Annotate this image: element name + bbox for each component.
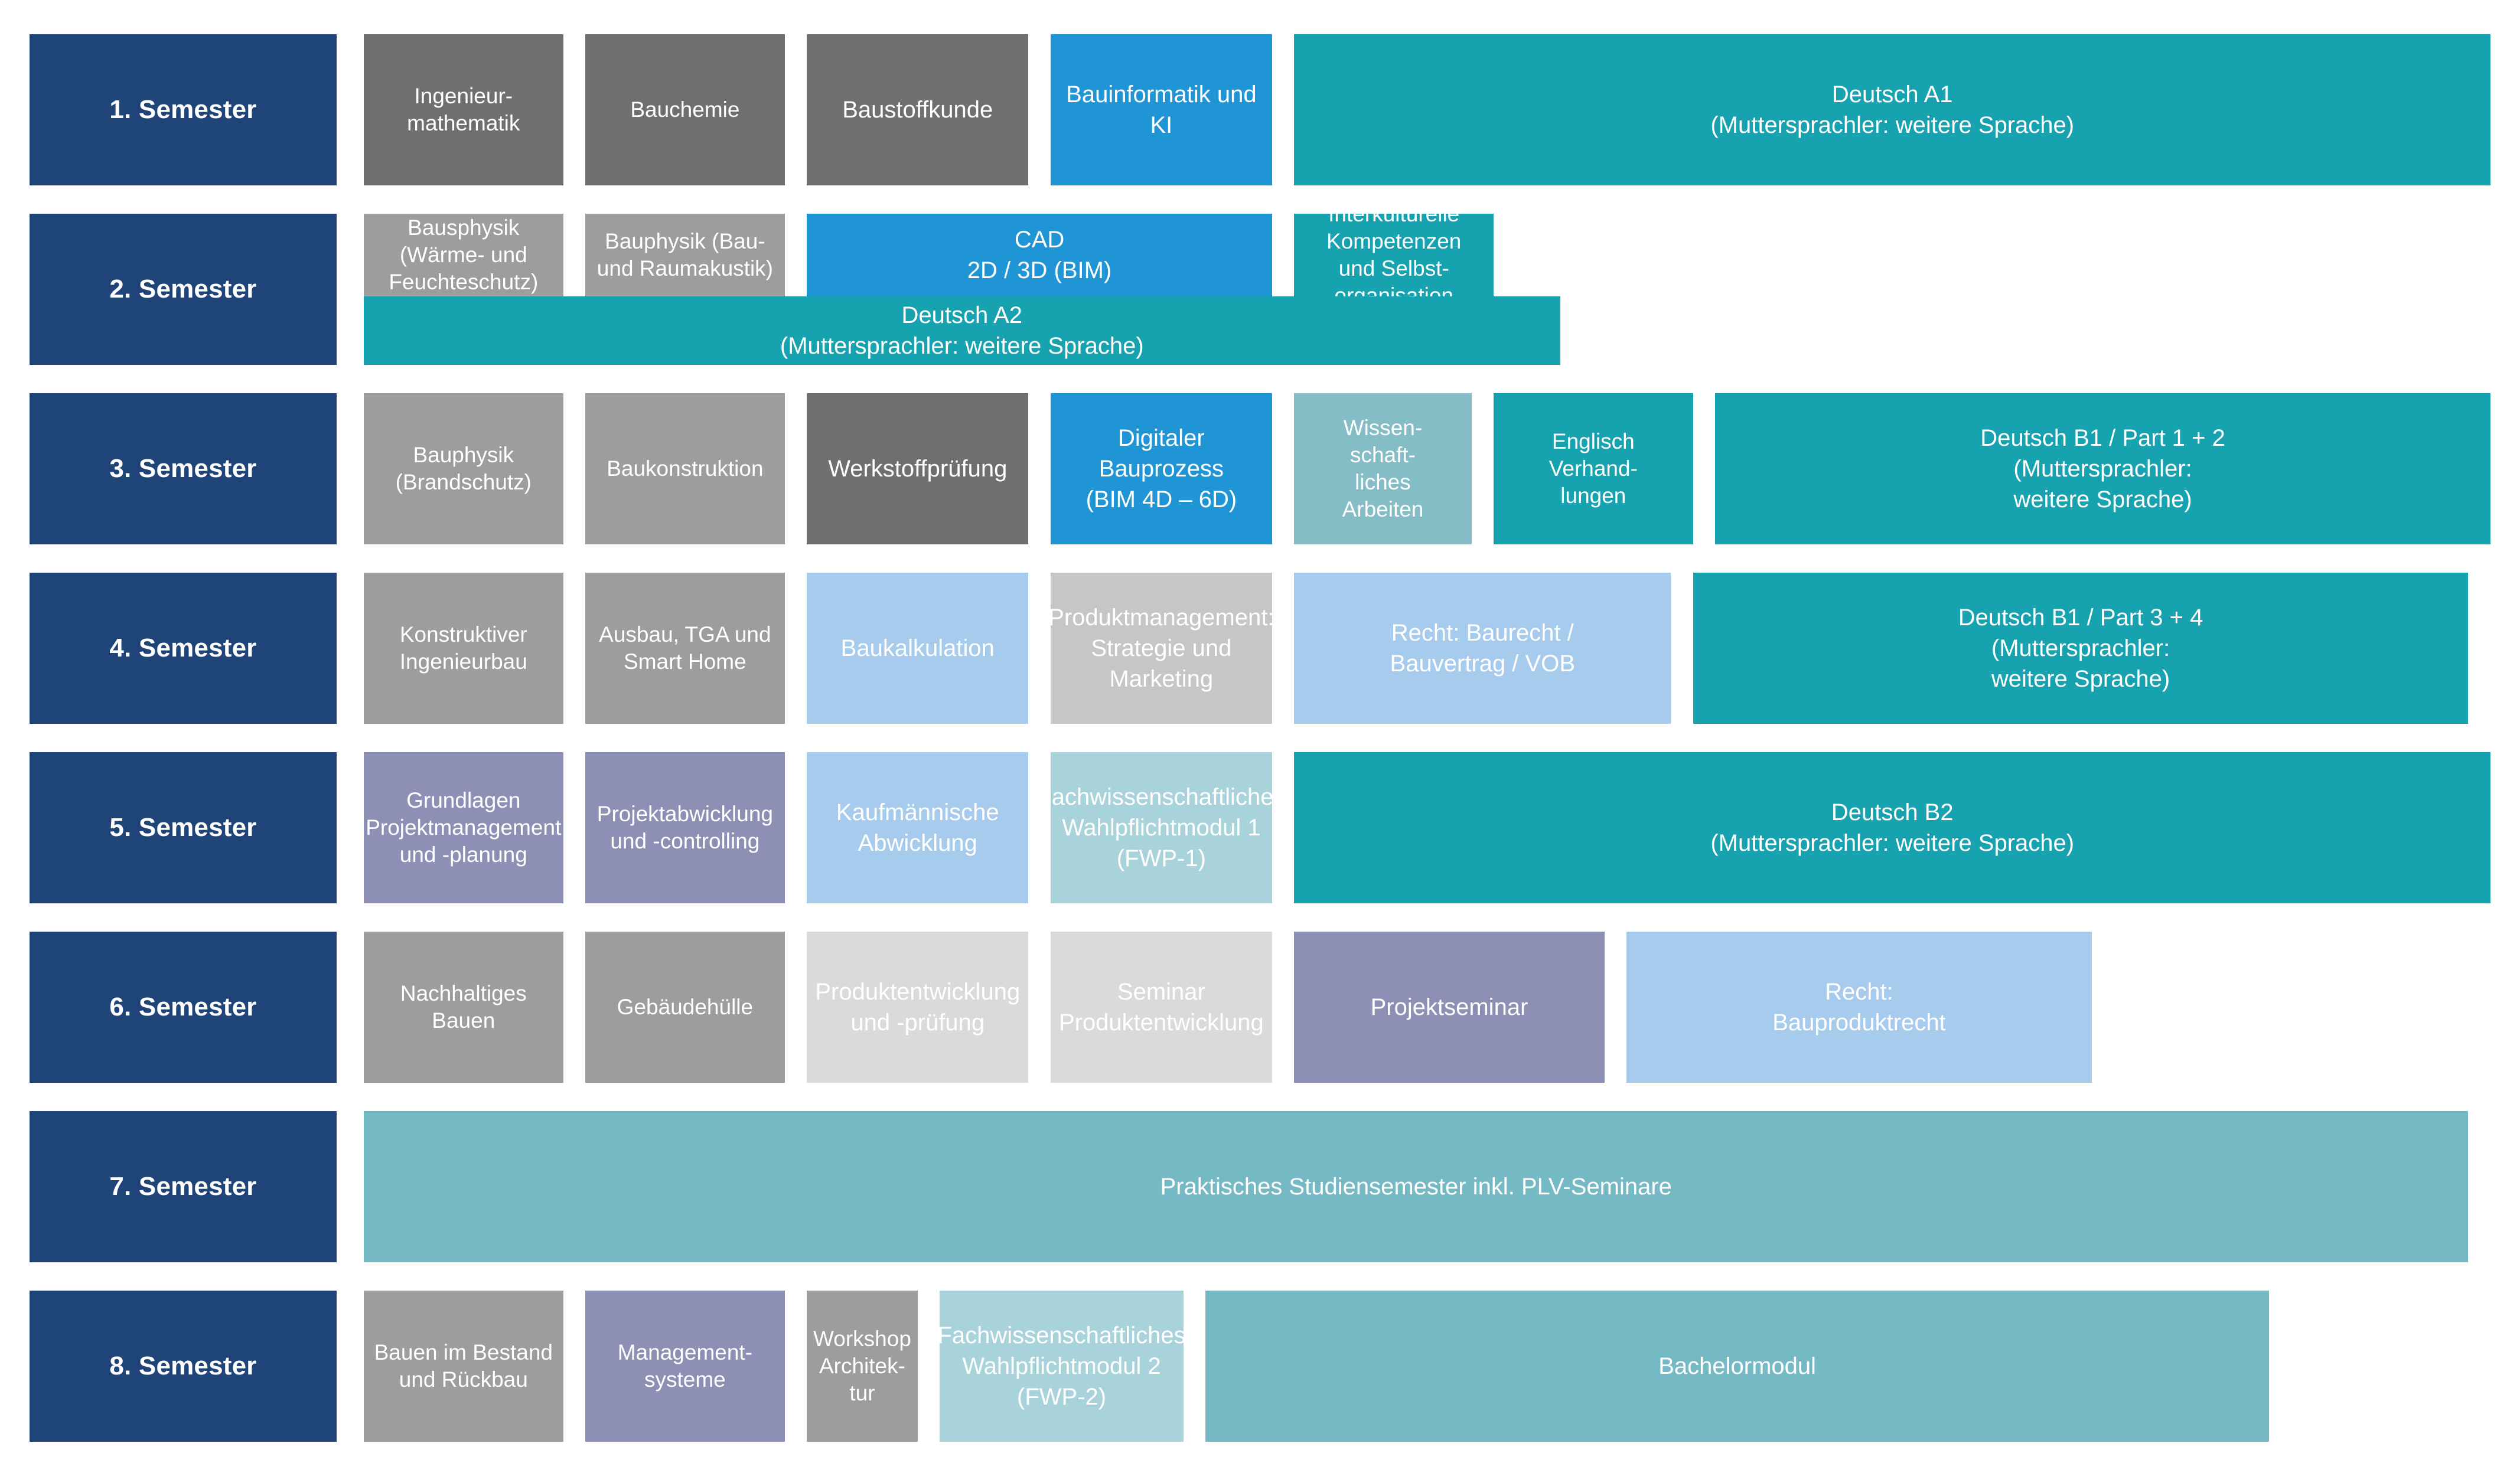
module-cell[interactable]: Bachelormodul: [1205, 1291, 2269, 1442]
gap-spacer: [918, 1291, 940, 1442]
module-cell[interactable]: Grundlagen Projektmanagement und -planun…: [364, 752, 563, 903]
module-cell[interactable]: Fachwissenschaftliches Wahlpflichtmodul …: [1050, 752, 1272, 903]
semester-label-1: 1. Semester: [30, 34, 337, 185]
module-cell[interactable]: Deutsch A1 (Muttersprachler: weitere Spr…: [1294, 34, 2490, 185]
gap-spacer: [785, 1291, 807, 1442]
module-cell[interactable]: Wissen- schaft- liches Arbeiten: [1294, 393, 1472, 544]
module-track: Grundlagen Projektmanagement und -planun…: [364, 752, 2490, 903]
module-cell[interactable]: Englisch Verhand- lungen: [1494, 393, 1693, 544]
module-cell[interactable]: Bausphysik (Wärme- und Feuchteschutz): [364, 214, 563, 296]
gap-spacer: [1272, 752, 1295, 903]
gap-spacer: [1272, 393, 1295, 544]
gap-spacer: [1272, 573, 1295, 724]
gap-spacer: [563, 1291, 586, 1442]
gap-spacer: [1472, 393, 1494, 544]
module-cell[interactable]: Interkulturelle Kompetenzen und Selbst- …: [1294, 214, 1494, 296]
module-cell[interactable]: Bauphysik (Brandschutz): [364, 393, 563, 544]
semester-label-2: 2. Semester: [30, 214, 337, 365]
module-cell[interactable]: Kaufmännische Abwicklung: [807, 752, 1029, 903]
module-cell[interactable]: Projektseminar: [1294, 932, 1605, 1083]
gap-spacer: [563, 393, 586, 544]
module-cell[interactable]: Deutsch B1 / Part 3 + 4 (Muttersprachler…: [1693, 573, 2469, 724]
gap-spacer: [563, 932, 586, 1083]
gap-spacer: [1028, 752, 1051, 903]
semester-label-8: 8. Semester: [30, 1291, 337, 1442]
module-cell[interactable]: Recht: Baurecht / Bauvertrag / VOB: [1294, 573, 1671, 724]
semester-label-4: 4. Semester: [30, 573, 337, 724]
module-cell[interactable]: Fachwissenschaftliches Wahlpflichtmodul …: [940, 1291, 1184, 1442]
gap-spacer: [785, 752, 807, 903]
module-cell[interactable]: Praktisches Studiensemester inkl. PLV-Se…: [364, 1111, 2469, 1262]
gap-spacer: [1605, 932, 1627, 1083]
gap-spacer: [1272, 932, 1295, 1083]
module-cell[interactable]: Workshop Architek- tur: [807, 1291, 918, 1442]
module-cell[interactable]: Bauen im Bestand und Rückbau: [364, 1291, 563, 1442]
module-cell[interactable]: Baukalkulation: [807, 573, 1029, 724]
module-cell[interactable]: Baukonstruktion: [585, 393, 785, 544]
module-cell[interactable]: Bauinformatik und KI: [1050, 34, 1272, 185]
module-cell[interactable]: Deutsch A2 (Muttersprachler: weitere Spr…: [364, 296, 1560, 365]
gap-spacer: [1693, 393, 1716, 544]
gap-spacer: [1028, 573, 1051, 724]
gap-spacer: [1028, 932, 1051, 1083]
semester-label-3: 3. Semester: [30, 393, 337, 544]
module-cell[interactable]: Produktentwicklung und -prüfung: [807, 932, 1029, 1083]
module-cell[interactable]: Konstruktiver Ingenieurbau: [364, 573, 563, 724]
module-cell[interactable]: Seminar Produktentwicklung: [1050, 932, 1272, 1083]
semester-label-7: 7. Semester: [30, 1111, 337, 1262]
gap-spacer: [1272, 214, 1295, 296]
module-track: Praktisches Studiensemester inkl. PLV-Se…: [364, 1111, 2490, 1262]
module-cell[interactable]: Nachhaltiges Bauen: [364, 932, 563, 1083]
module-cell[interactable]: Ingenieur- mathematik: [364, 34, 563, 185]
semester-label-5: 5. Semester: [30, 752, 337, 903]
gap-spacer: [785, 214, 807, 296]
gap-spacer: [1671, 573, 1693, 724]
module-cell[interactable]: Ausbau, TGA und Smart Home: [585, 573, 785, 724]
module-cell[interactable]: Gebäudehülle: [585, 932, 785, 1083]
gap-spacer: [1272, 34, 1295, 185]
semester-label-6: 6. Semester: [30, 932, 337, 1083]
module-cell[interactable]: Projektabwicklung und -controlling: [585, 752, 785, 903]
module-cell[interactable]: Bauchemie: [585, 34, 785, 185]
module-cell[interactable]: Deutsch B2 (Muttersprachler: weitere Spr…: [1294, 752, 2490, 903]
gap-spacer: [785, 393, 807, 544]
gap-spacer: [785, 573, 807, 724]
gap-spacer: [785, 932, 807, 1083]
module-cell[interactable]: Recht: Bauproduktrecht: [1626, 932, 2092, 1083]
gap-spacer: [563, 34, 586, 185]
gap-spacer: [1494, 214, 1516, 296]
gap-spacer: [563, 214, 586, 296]
module-cell[interactable]: Bauphysik (Bau- und Raumakustik): [585, 214, 785, 296]
gap-spacer: [1184, 1291, 1206, 1442]
module-track: Bausphysik (Wärme- und Feuchteschutz) Bau…: [364, 214, 2490, 365]
gap-spacer: [563, 573, 586, 724]
module-cell[interactable]: Management- systeme: [585, 1291, 785, 1442]
module-cell[interactable]: Digitaler Bauprozess (BIM 4D – 6D): [1050, 393, 1272, 544]
module-cell[interactable]: Baustoffkunde: [807, 34, 1029, 185]
gap-spacer: [785, 34, 807, 185]
gap-spacer: [563, 752, 586, 903]
module-cell[interactable]: Werkstoffprüfung: [807, 393, 1029, 544]
module-cell[interactable]: CAD 2D / 3D (BIM): [807, 214, 1272, 296]
module-cell[interactable]: Deutsch B1 / Part 1 + 2 (Muttersprachler…: [1715, 393, 2490, 544]
module-cell[interactable]: Produktmanagement: Strategie und Marketi…: [1050, 573, 1272, 724]
gap-spacer: [1028, 34, 1051, 185]
gap-spacer: [1028, 393, 1051, 544]
